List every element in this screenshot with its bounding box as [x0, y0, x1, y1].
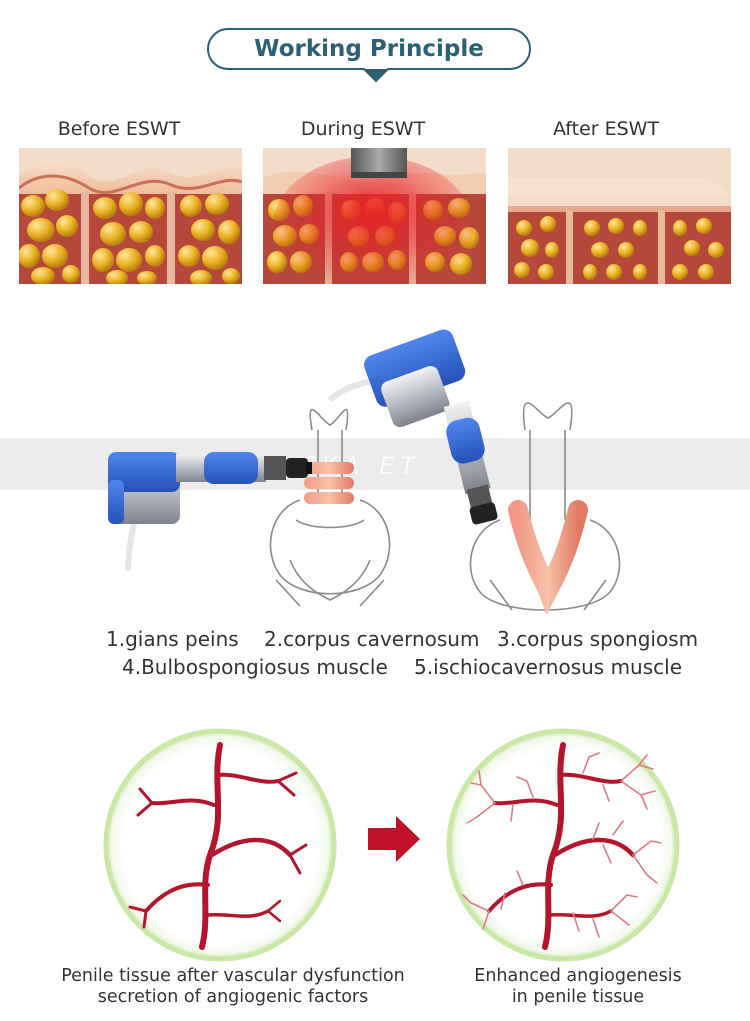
shockwave-handpiece-right [327, 329, 498, 525]
caption-before-line2: secretion of angiogenic factors [97, 987, 369, 1007]
caption-after-line2: in penile tissue [511, 987, 645, 1007]
shockwave-handpiece-left [108, 452, 312, 571]
panel-after-eswt [508, 148, 731, 284]
title-banner: Working Principle [206, 26, 532, 83]
arrow-right-icon [368, 816, 420, 862]
tissue-illustration [508, 148, 731, 284]
legend-item-3: 3.corpus spongiosm [497, 627, 699, 651]
page-title: Working Principle [254, 36, 484, 62]
tissue-illustration [263, 148, 486, 296]
legend-item-4: 4.Bulbospongiosus muscle [122, 655, 388, 679]
legend-item-2: 2.corpus cavernosum [264, 627, 480, 651]
stage-label-after: After ESWT [552, 118, 660, 140]
caption-before-line1: Penile tissue after vascular dysfunction [61, 966, 405, 986]
caption-after: Enhanced angiogenesis in penile tissue [443, 966, 713, 1008]
legend-item-1: 1.gians peins [106, 627, 239, 651]
tissue-illustration [18, 148, 243, 286]
corpus-highlight-right [508, 500, 588, 615]
stage-label-during: During ESWT [300, 118, 426, 140]
caption-after-line1: Enhanced angiogenesis [474, 966, 682, 986]
anatomy-sketch-left [269, 408, 391, 607]
legend-item-5: 5.ischiocavernosus muscle [414, 655, 683, 679]
vessel-circle-after [446, 728, 680, 962]
vessel-circle-before [103, 728, 337, 962]
device-anatomy-illustration [108, 329, 621, 615]
banner-frame [207, 28, 531, 83]
corpus-highlight-left [304, 462, 354, 504]
stage-label-before: Before ESWT [57, 118, 181, 140]
panel-during-eswt [263, 148, 486, 296]
panel-before-eswt [18, 148, 243, 286]
caption-before: Penile tissue after vascular dysfunction… [30, 966, 436, 1008]
